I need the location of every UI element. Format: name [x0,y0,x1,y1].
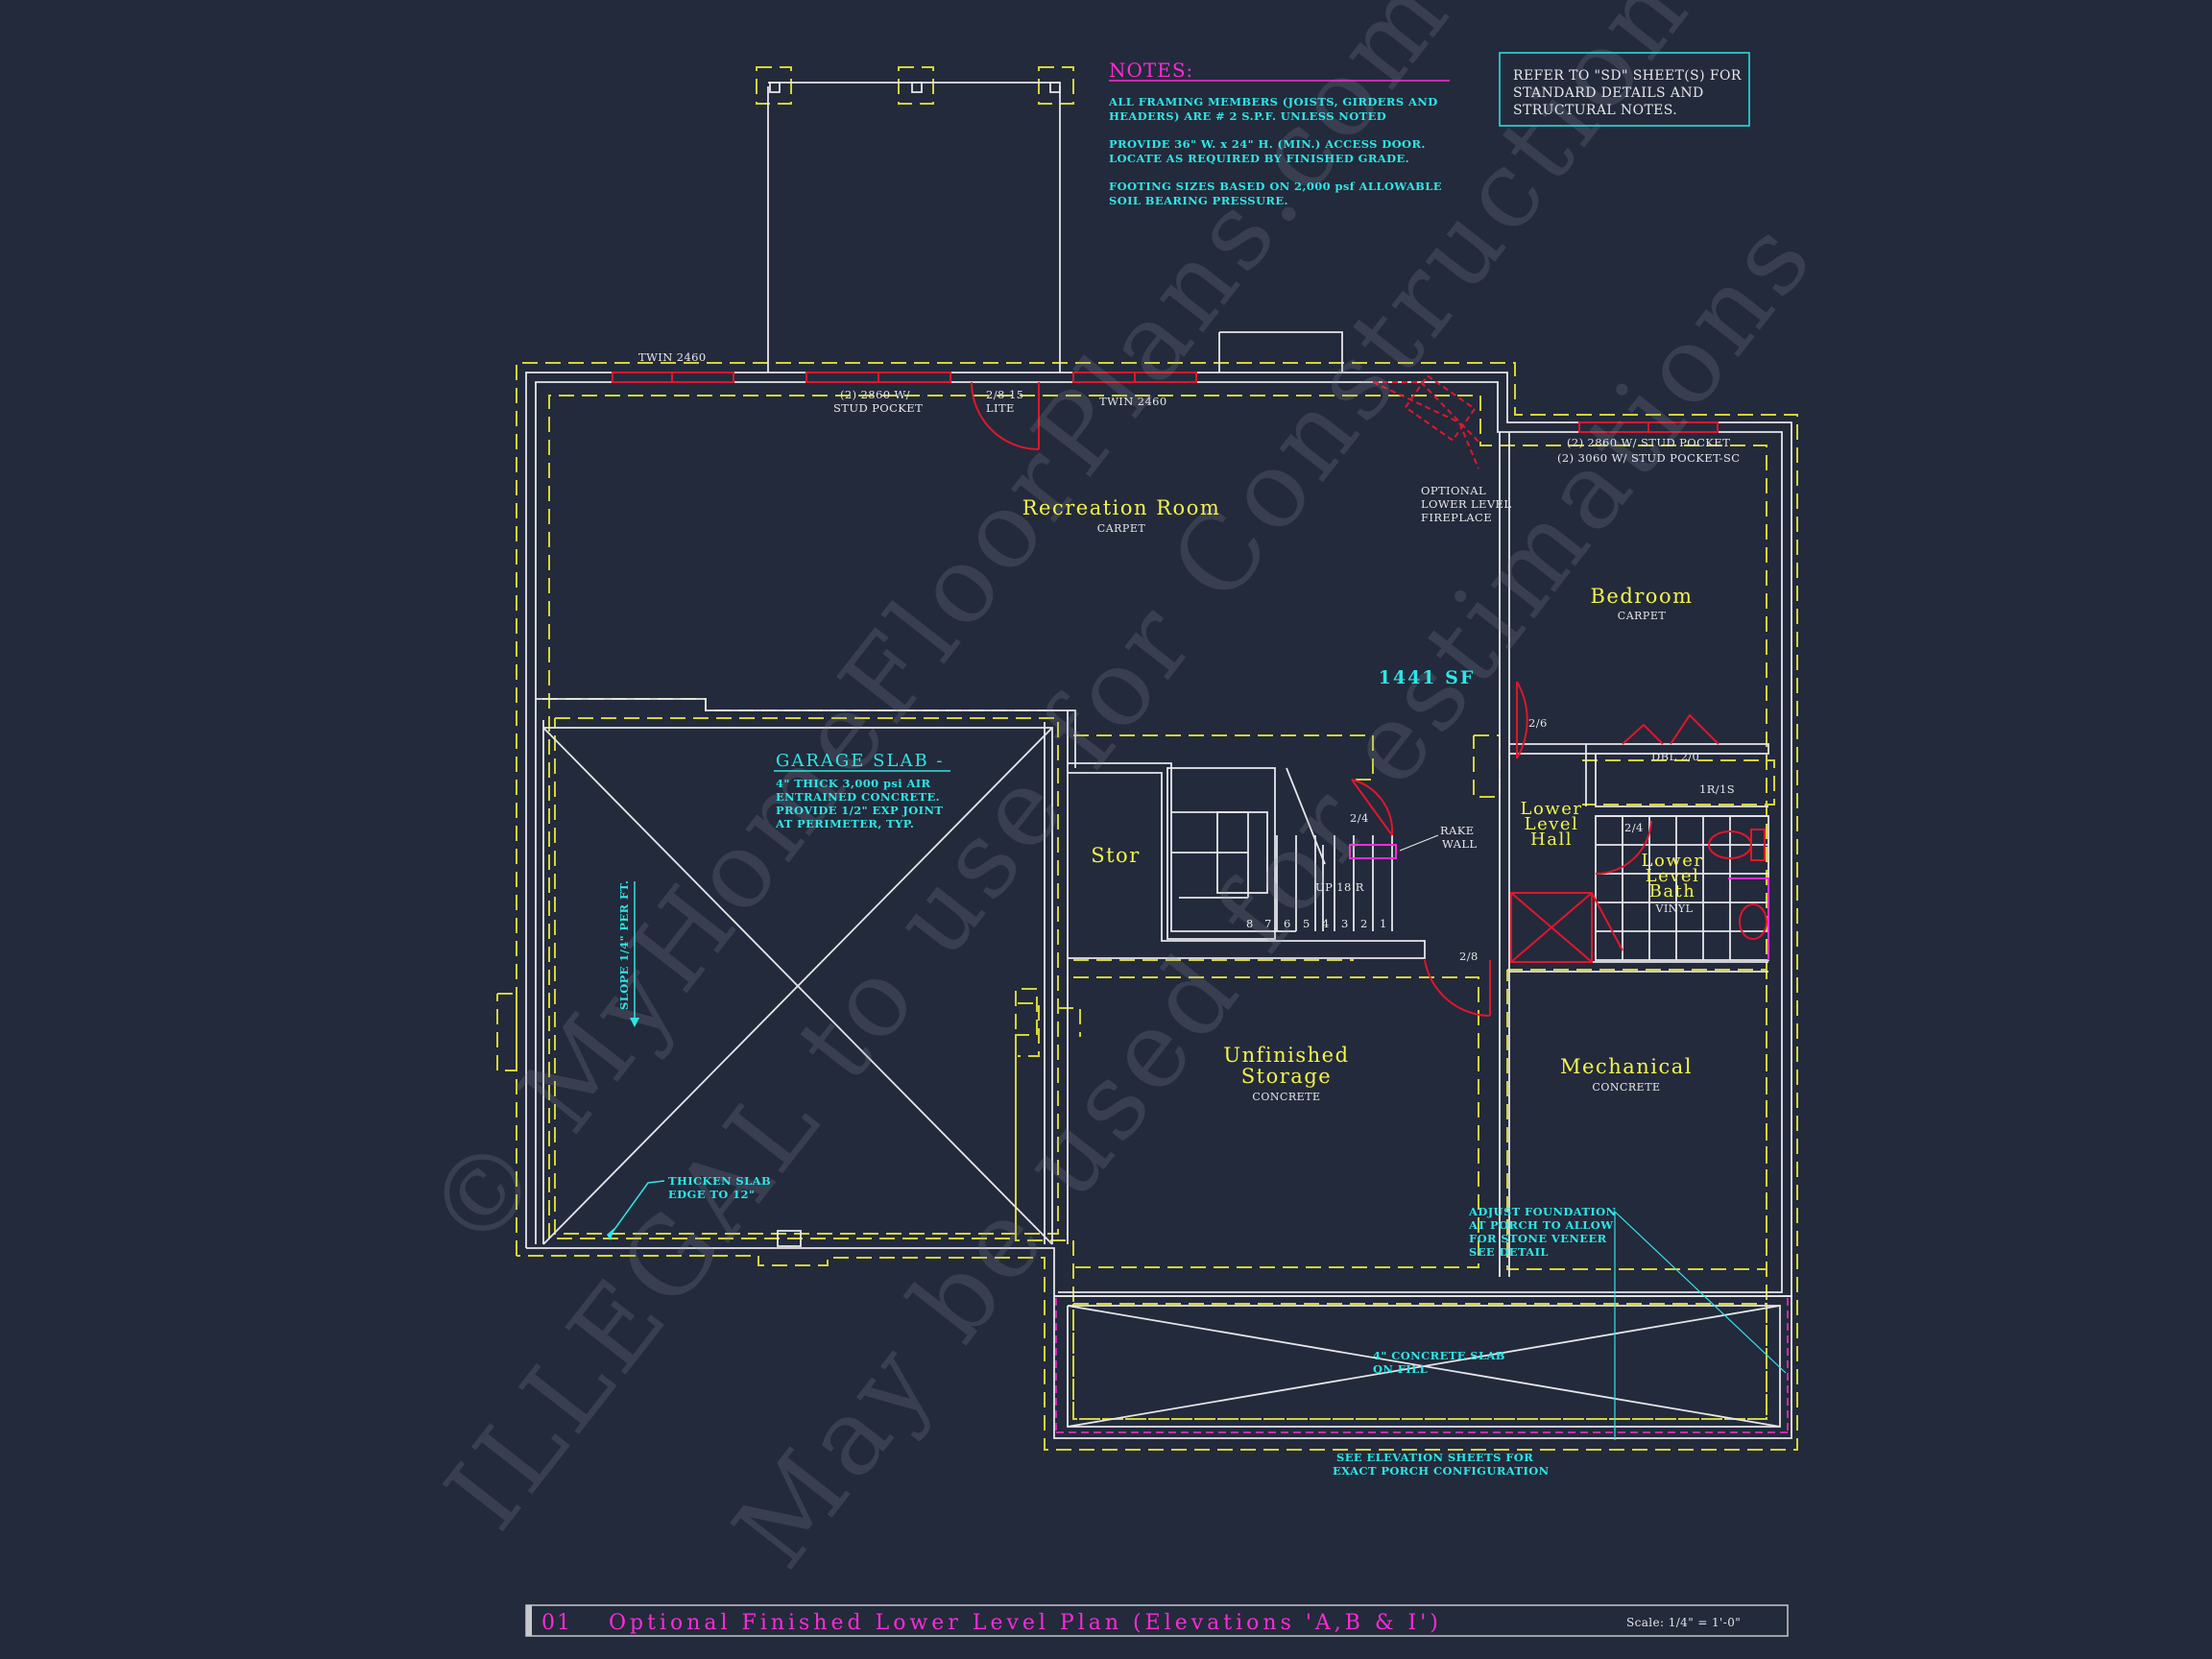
svg-text:8: 8 [1246,917,1254,930]
svg-text:4" THICK 3,000 psi AIR: 4" THICK 3,000 psi AIR [776,777,931,790]
svg-text:6: 6 [1284,917,1291,930]
svg-text:AT PORCH TO ALLOW: AT PORCH TO ALLOW [1468,1218,1614,1232]
svg-text:TWIN 2460: TWIN 2460 [1099,395,1167,408]
svg-text:4" CONCRETE SLAB: 4" CONCRETE SLAB [1373,1349,1505,1362]
svg-text:Level: Level [1646,866,1700,886]
watermark: © MyHomeFloorPlans.com ILLEGAL to use fo… [403,0,1838,1590]
svg-text:SLOPE 1/4" PER FT.: SLOPE 1/4" PER FT. [617,880,631,1010]
sheet-number: 01 [541,1611,572,1635]
svg-text:(2) 3060 W/ STUD POCKET-SC: (2) 3060 W/ STUD POCKET-SC [1557,451,1740,465]
area-label: 1441 SF [1379,667,1476,688]
note-line: HEADERS) ARE # 2 S.P.F. UNLESS NOTED [1109,109,1386,123]
svg-text:REFER TO "SD" SHEET(S) FOR: REFER TO "SD" SHEET(S) FOR [1513,68,1742,84]
room-name-mechanical: Mechanical [1560,1055,1693,1078]
svg-text:LITE: LITE [986,401,1015,415]
svg-text:3: 3 [1341,917,1349,930]
svg-text:WALL: WALL [1442,837,1477,851]
svg-text:PROVIDE 1/2" EXP JOINT: PROVIDE 1/2" EXP JOINT [776,804,943,817]
doors-windows [612,372,1767,1017]
svg-text:DBL 2/0: DBL 2/0 [1651,750,1699,763]
svg-text:Lower: Lower [1642,851,1704,871]
svg-text:(2) 2860 W/: (2) 2860 W/ [840,388,910,401]
svg-text:2/8: 2/8 [1459,950,1479,963]
svg-text:CARPET: CARPET [1097,522,1146,535]
svg-text:EXACT PORCH CONFIGURATION: EXACT PORCH CONFIGURATION [1333,1464,1550,1478]
svg-text:RAKE: RAKE [1440,824,1475,837]
svg-text:ENTRAINED CONCRETE.: ENTRAINED CONCRETE. [776,790,940,804]
svg-text:THICKEN SLAB: THICKEN SLAB [668,1174,771,1188]
svg-text:Lower: Lower [1521,799,1583,819]
svg-text:Hall: Hall [1530,830,1573,850]
svg-text:FIREPLACE: FIREPLACE [1421,511,1492,524]
svg-text:2/4: 2/4 [1624,821,1644,834]
svg-text:1: 1 [1380,917,1387,930]
svg-text:FOR STONE VENEER: FOR STONE VENEER [1469,1232,1607,1245]
svg-text:1R/1S: 1R/1S [1699,782,1735,796]
svg-text:Level: Level [1525,814,1579,834]
svg-text:TWIN 2460: TWIN 2460 [638,350,707,364]
svg-text:5: 5 [1303,917,1310,930]
svg-text:LOWER LEVEL: LOWER LEVEL [1421,497,1511,511]
note-line: PROVIDE 36" W. x 24" H. (MIN.) ACCESS DO… [1109,137,1426,151]
svg-text:ADJUST FOUNDATION: ADJUST FOUNDATION [1468,1205,1617,1218]
note-line: LOCATE AS REQUIRED BY FINISHED GRADE. [1109,152,1409,165]
room-name-stor: Stor [1091,844,1141,867]
sheet-scale: Scale: 1/4" = 1'-0" [1626,1616,1741,1629]
svg-text:AT PERIMETER, TYP.: AT PERIMETER, TYP. [775,817,914,830]
svg-text:7: 7 [1264,917,1272,930]
svg-text:2/8-15: 2/8-15 [986,388,1023,401]
svg-text:UP 18 R: UP 18 R [1315,880,1364,894]
svg-text:SEE ELEVATION SHEETS FOR: SEE ELEVATION SHEETS FOR [1336,1451,1533,1464]
svg-text:Bath: Bath [1649,881,1696,902]
svg-text:EDGE TO 12": EDGE TO 12" [668,1188,755,1201]
note-line: FOOTING SIZES BASED ON 2,000 psf ALLOWAB… [1109,180,1442,193]
svg-text:ON FILL: ON FILL [1373,1362,1428,1376]
opening-labels: TWIN 2460 (2) 2860 W/ STUD POCKET 2/8-15… [638,350,1740,963]
walls [525,82,1792,1439]
room-name-bedroom: Bedroom [1590,585,1693,608]
room-labels: Recreation Room CARPET Bedroom CARPET Lo… [1022,496,1704,1103]
svg-text:2: 2 [1360,917,1368,930]
svg-text:(2) 2860 W/ STUD POCKET: (2) 2860 W/ STUD POCKET [1567,436,1730,449]
garage-slab-notes: GARAGE SLAB - 4" THICK 3,000 psi AIR ENT… [607,751,950,1240]
svg-text:2/4: 2/4 [1350,811,1369,825]
svg-text:GARAGE SLAB -: GARAGE SLAB - [776,751,944,771]
svg-text:Storage: Storage [1241,1065,1332,1088]
svg-text:STUD POCKET: STUD POCKET [833,401,923,415]
refer-box: REFER TO "SD" SHEET(S) FOR STANDARD DETA… [1499,52,1750,127]
stair-handrail [1349,844,1769,960]
svg-text:CONCRETE: CONCRETE [1592,1081,1660,1094]
svg-text:STRUCTURAL NOTES.: STRUCTURAL NOTES. [1513,103,1677,118]
note-line: SOIL BEARING PRESSURE. [1109,194,1288,207]
sheet-title: Optional Finished Lower Level Plan (Elev… [609,1611,1442,1635]
svg-text:4: 4 [1322,917,1330,930]
svg-text:STANDARD DETAILS AND: STANDARD DETAILS AND [1513,85,1704,101]
svg-text:2/6: 2/6 [1528,716,1548,730]
svg-text:VINYL: VINYL [1655,902,1694,915]
notes-heading: NOTES: [1109,59,1193,82]
svg-text:CONCRETE: CONCRETE [1252,1091,1320,1103]
svg-text:Unfinished: Unfinished [1223,1044,1349,1067]
svg-text:OPTIONAL: OPTIONAL [1421,484,1486,497]
stair-riser-numbers: 8 7 6 5 4 3 2 1 [1246,917,1387,930]
svg-text:SEE DETAIL: SEE DETAIL [1469,1245,1549,1259]
svg-text:CARPET: CARPET [1618,610,1667,622]
note-line: ALL FRAMING MEMBERS (JOISTS, GIRDERS AND [1108,95,1438,108]
general-notes: NOTES: ALL FRAMING MEMBERS (JOISTS, GIRD… [1108,59,1450,207]
porch-notes: ADJUST FOUNDATION AT PORCH TO ALLOW FOR … [1055,1205,1789,1478]
title-bar: 01 Optional Finished Lower Level Plan (E… [525,1604,1789,1637]
room-name-recreation: Recreation Room [1022,496,1221,519]
